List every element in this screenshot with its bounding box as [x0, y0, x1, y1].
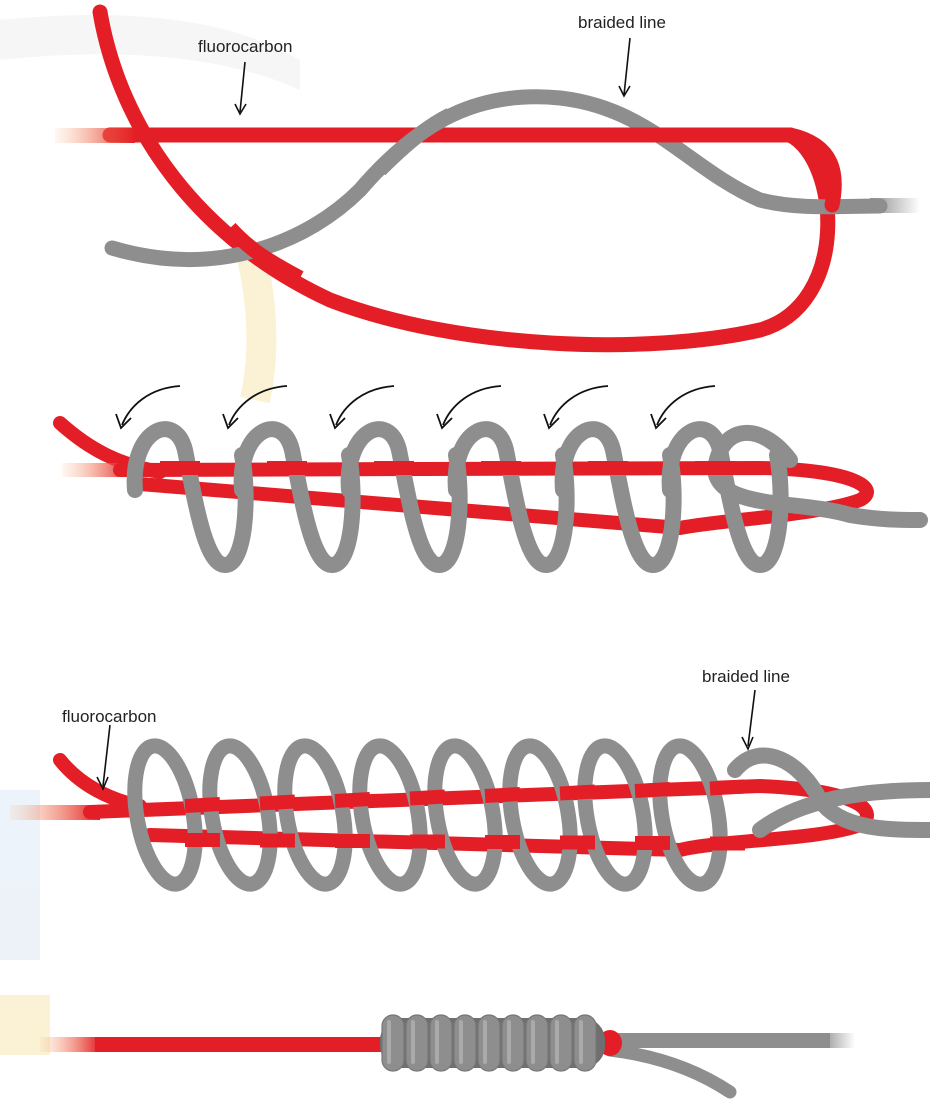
step1-braided-line-label: braided line: [578, 13, 666, 33]
fluorocarbon-finished: [95, 1037, 395, 1052]
step3-braided-line-label: braided line: [702, 667, 790, 687]
coil: [502, 1015, 524, 1071]
coil: [478, 1015, 500, 1071]
finished-knot-wraps: [380, 1015, 605, 1071]
braid-wrap: [500, 741, 579, 889]
step4-diagram: [40, 1015, 855, 1092]
coil: [526, 1015, 548, 1071]
coil: [550, 1015, 572, 1071]
braid-wrap: [456, 429, 567, 565]
braid-tag-end: [610, 1050, 730, 1092]
braid-wrap: [650, 741, 729, 889]
step3-fluorocarbon-label: fluorocarbon: [62, 707, 157, 727]
braid-pointer-arrow: [748, 690, 755, 746]
braid-finished: [610, 1033, 830, 1048]
coil: [382, 1015, 404, 1071]
fluorocarbon-pointer-arrow: [103, 725, 110, 786]
braid-wrap: [425, 741, 504, 889]
step2-diagram: [60, 386, 920, 565]
braid-wrap: [275, 741, 354, 889]
step1-diagram: [55, 12, 920, 345]
braid-wrap: [575, 741, 654, 889]
braid-wrap: [200, 741, 279, 889]
braid-wrap: [563, 429, 674, 565]
coil: [454, 1015, 476, 1071]
braid-wrap: [350, 741, 429, 889]
coil: [406, 1015, 428, 1071]
watermark: [0, 15, 300, 1055]
coil: [430, 1015, 452, 1071]
coil: [574, 1015, 596, 1071]
step1-fluorocarbon-label: fluorocarbon: [198, 37, 293, 57]
